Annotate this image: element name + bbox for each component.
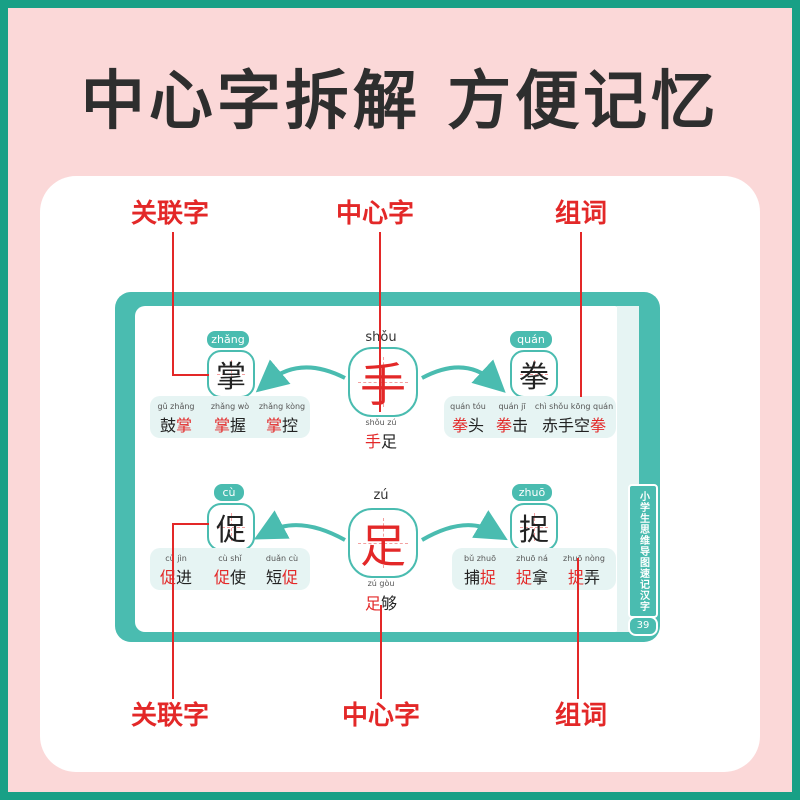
- word-list: [150, 396, 310, 438]
- word-pinyin: zhǎng kòng: [258, 402, 306, 411]
- word-list: [452, 548, 616, 590]
- word: 促进: [159, 568, 193, 587]
- center-word: 足够: [364, 594, 398, 613]
- word-pinyin: zhuō nòng: [563, 554, 605, 563]
- word: 掌控: [265, 416, 299, 435]
- word-pinyin: zhǎng wò: [210, 402, 250, 411]
- word-pinyin: quán tóu: [450, 402, 486, 411]
- center-pinyin: shǒu: [365, 330, 397, 345]
- center-word-pinyin: zú gòu: [367, 579, 395, 588]
- related-char: 捉: [519, 513, 549, 548]
- word: 拳击: [495, 416, 529, 435]
- word: 赤手空拳: [541, 416, 607, 435]
- callout-label-related: 关联字: [131, 199, 210, 229]
- word-pinyin: quán jī: [498, 402, 526, 411]
- word: 掌握: [213, 416, 247, 435]
- arrow-left-icon: [253, 510, 346, 542]
- callout-line: [379, 232, 381, 412]
- center-char-box: 手: [348, 347, 418, 417]
- related-char: 促: [216, 513, 246, 548]
- center-pinyin: zú: [373, 488, 389, 503]
- page-number: 39: [628, 616, 658, 636]
- word: 捕捉: [463, 568, 497, 587]
- center-char-box: 足: [348, 508, 418, 578]
- callout-line: [172, 374, 209, 376]
- center-word: 手足: [364, 432, 398, 451]
- pinyin-badge: zhǎng: [207, 331, 249, 348]
- related-char: 掌: [216, 360, 246, 395]
- center-char: 手: [360, 358, 406, 412]
- word-pinyin: cù shǐ: [218, 554, 242, 563]
- word-list: [444, 396, 616, 438]
- callout-line: [172, 232, 174, 375]
- related-char-box: 促: [207, 503, 255, 551]
- related-char: 拳: [519, 360, 549, 395]
- pinyin-badge: zhuō: [512, 484, 552, 501]
- center-word-pinyin: shǒu zú: [365, 418, 397, 427]
- arrow-left-icon: [255, 359, 346, 393]
- word: 捉拿: [515, 568, 549, 587]
- word-pinyin: cù jìn: [165, 554, 187, 563]
- page-title: 中心字拆解 方便记忆: [80, 65, 720, 139]
- word-pinyin: duǎn cù: [265, 554, 299, 563]
- callout-line: [172, 523, 209, 525]
- arrow-right-icon: [420, 510, 508, 542]
- word-pinyin: zhuō ná: [516, 554, 548, 563]
- related-char-box: 捉: [510, 503, 558, 551]
- word-pinyin: bǔ zhuō: [464, 554, 496, 563]
- word: 鼓掌: [159, 416, 193, 435]
- callout-line: [580, 232, 582, 397]
- word-list: [150, 548, 310, 590]
- callout-line: [577, 558, 579, 699]
- word-pinyin: gǔ zhǎng: [157, 402, 195, 411]
- word: 促使: [213, 568, 247, 587]
- word: 拳头: [451, 416, 485, 435]
- word: 短促: [265, 568, 299, 587]
- callout-label-related: 关联字: [131, 701, 210, 731]
- arrow-right-icon: [421, 359, 506, 393]
- center-char: 足: [360, 519, 406, 573]
- callout-label-words: 组词: [555, 701, 608, 731]
- pinyin-badge: cù: [214, 484, 244, 501]
- word: 捉弄: [567, 568, 601, 587]
- related-char-box: 拳: [510, 350, 558, 398]
- callout-line: [380, 605, 382, 699]
- callout-label-words: 组词: [555, 199, 608, 229]
- callout-label-center: 中心字: [342, 701, 421, 731]
- callout-label-center: 中心字: [336, 199, 415, 229]
- related-char-box: 掌: [207, 350, 255, 398]
- callout-line: [172, 523, 174, 699]
- word-pinyin: chì shǒu kōng quán: [534, 402, 614, 411]
- pinyin-badge: quán: [510, 331, 552, 348]
